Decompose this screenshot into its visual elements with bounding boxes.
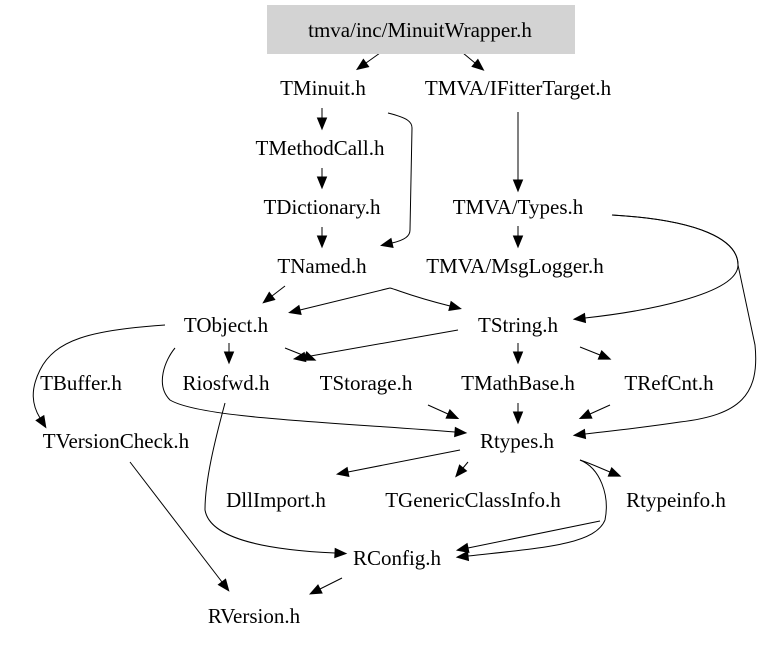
edge-rtypes-to-tgenericclassinfo bbox=[462, 461, 469, 469]
edge-rtypes-to-rconfig-arrowhead bbox=[455, 550, 470, 562]
edge-tmethodcall-to-tdictionary-arrowhead bbox=[316, 176, 328, 190]
node-label: TMathBase.h bbox=[461, 371, 575, 395]
edge-types-to-msglogger-arrowhead bbox=[512, 235, 524, 249]
edge-types-to-rtypes bbox=[584, 214, 757, 435]
edge-tstring-to-tstorage bbox=[304, 329, 459, 358]
edge-tmathbase-to-rtypes-arrowhead bbox=[512, 411, 524, 425]
node-label: TString.h bbox=[478, 313, 558, 337]
node-rtypeinfo[interactable]: Rtypeinfo.h bbox=[626, 488, 726, 512]
node-label: DllImport.h bbox=[226, 488, 326, 512]
node-label: TMVA/MsgLogger.h bbox=[426, 254, 604, 278]
node-msglogger[interactable]: TMVA/MsgLogger.h bbox=[426, 254, 604, 278]
edge-root-to-tminuit-arrowhead bbox=[355, 58, 370, 71]
edge-msglogger-to-tobject-arrowhead bbox=[288, 304, 302, 315]
edge-tnamed-to-tobject-arrowhead bbox=[262, 291, 276, 304]
node-label: tmva/inc/MinuitWrapper.h bbox=[308, 18, 532, 42]
edge-rtypeinfo-to-rconfig-arrowhead bbox=[455, 542, 470, 554]
node-label: TDictionary.h bbox=[263, 195, 381, 219]
node-label: TRefCnt.h bbox=[624, 371, 714, 395]
node-label: TObject.h bbox=[184, 313, 269, 337]
edge-ifittertarget-to-types-arrowhead bbox=[512, 179, 524, 193]
edge-types-to-tstring bbox=[584, 214, 739, 319]
edge-rtypes-to-tgenericclassinfo-arrowhead bbox=[455, 464, 468, 478]
edges-layer bbox=[32, 52, 757, 595]
node-tversioncheck[interactable]: TVersionCheck.h bbox=[43, 429, 190, 453]
node-tbuffer[interactable]: TBuffer.h bbox=[40, 371, 122, 395]
node-ifittertarget[interactable]: TMVA/IFitterTarget.h bbox=[425, 76, 612, 100]
node-label: RVersion.h bbox=[208, 604, 301, 628]
edge-tversioncheck-to-rversion-arrowhead bbox=[217, 578, 230, 592]
node-label: TNamed.h bbox=[277, 254, 367, 278]
edge-rtypes-to-rtypeinfo-arrowhead bbox=[607, 466, 622, 477]
node-label: TStorage.h bbox=[320, 371, 413, 395]
edge-rtypes-to-dllimport bbox=[347, 449, 461, 473]
node-tgenericclassinfo[interactable]: TGenericClassInfo.h bbox=[385, 488, 561, 512]
node-tstring[interactable]: TString.h bbox=[478, 313, 558, 337]
edge-tminuit-to-tmethodcall-arrowhead bbox=[316, 117, 328, 131]
node-rversion[interactable]: RVersion.h bbox=[208, 604, 301, 628]
edge-tstorage-to-rtypes-arrowhead bbox=[445, 409, 460, 420]
node-tnamed[interactable]: TNamed.h bbox=[277, 254, 367, 278]
edge-rtypeinfo-to-rconfig bbox=[467, 520, 601, 549]
edge-root-to-tminuit bbox=[365, 52, 381, 64]
node-trefcnt[interactable]: TRefCnt.h bbox=[624, 371, 714, 395]
edge-tobject-to-tversioncheck-arrowhead bbox=[35, 414, 47, 429]
node-label: Rtypeinfo.h bbox=[626, 488, 726, 512]
edge-types-to-tstring-arrowhead bbox=[572, 312, 587, 324]
edge-tobject-to-riosfwd-arrowhead bbox=[223, 351, 235, 365]
edge-root-to-ifittertarget-arrowhead bbox=[471, 58, 485, 71]
node-tminuit[interactable]: TMinuit.h bbox=[280, 76, 366, 100]
node-root[interactable]: tmva/inc/MinuitWrapper.h bbox=[267, 5, 575, 54]
node-label: TBuffer.h bbox=[40, 371, 122, 395]
node-label: TMVA/IFitterTarget.h bbox=[425, 76, 612, 100]
node-label: Riosfwd.h bbox=[183, 371, 270, 395]
node-tstorage[interactable]: TStorage.h bbox=[320, 371, 413, 395]
edge-tobject-to-rtypes bbox=[161, 347, 456, 433]
edge-tstring-to-tmathbase-arrowhead bbox=[512, 351, 524, 365]
edge-tdictionary-to-tnamed-arrowhead bbox=[316, 235, 328, 249]
edge-rtypes-to-dllimport-arrowhead bbox=[335, 466, 350, 478]
edge-tstorage-to-rtypes bbox=[427, 404, 449, 415]
edge-tstring-to-trefcnt bbox=[579, 346, 601, 356]
node-label: RConfig.h bbox=[353, 546, 442, 570]
edge-types-to-rtypes-arrowhead bbox=[572, 428, 587, 440]
node-tobject[interactable]: TObject.h bbox=[184, 313, 269, 337]
node-label: TMinuit.h bbox=[280, 76, 366, 100]
edge-tstring-to-trefcnt-arrowhead bbox=[597, 349, 612, 360]
node-label: TMethodCall.h bbox=[256, 136, 385, 160]
edge-rconfig-to-rversion-arrowhead bbox=[308, 584, 323, 595]
edge-tminuit-to-tnamed bbox=[387, 112, 413, 244]
node-label: Rtypes.h bbox=[480, 429, 555, 453]
node-tmethodcall[interactable]: TMethodCall.h bbox=[256, 136, 385, 160]
edge-tnamed-to-tobject bbox=[271, 285, 286, 297]
node-riosfwd[interactable]: Riosfwd.h bbox=[183, 371, 270, 395]
edge-msglogger-to-tstring-arrowhead bbox=[448, 300, 462, 311]
edge-root-to-ifittertarget bbox=[462, 52, 476, 64]
edge-trefcnt-to-rtypes bbox=[589, 404, 611, 415]
edge-msglogger-to-tstring bbox=[389, 287, 451, 307]
node-tmathbase[interactable]: TMathBase.h bbox=[461, 371, 575, 395]
node-rconfig[interactable]: RConfig.h bbox=[353, 546, 442, 570]
edge-tobject-to-rtypes-arrowhead bbox=[454, 426, 468, 438]
edge-msglogger-to-tobject bbox=[299, 287, 391, 311]
edge-riosfwd-to-rconfig-arrowhead bbox=[334, 547, 348, 559]
edge-riosfwd-to-rconfig bbox=[204, 402, 336, 554]
node-label: TMVA/Types.h bbox=[453, 195, 584, 219]
node-label: TGenericClassInfo.h bbox=[385, 488, 561, 512]
node-tdictionary[interactable]: TDictionary.h bbox=[263, 195, 381, 219]
root-node-box bbox=[267, 5, 575, 54]
node-types[interactable]: TMVA/Types.h bbox=[453, 195, 584, 219]
edge-tstring-to-tstorage-arrowhead bbox=[292, 351, 307, 363]
edge-tminuit-to-tnamed-arrowhead bbox=[379, 237, 394, 248]
edge-tversioncheck-to-rversion bbox=[129, 461, 223, 583]
edge-trefcnt-to-rtypes-arrowhead bbox=[578, 409, 593, 420]
node-rtypes[interactable]: Rtypes.h bbox=[480, 429, 555, 453]
node-label: TVersionCheck.h bbox=[43, 429, 190, 453]
edge-tobject-to-tversioncheck bbox=[32, 324, 166, 419]
edge-rconfig-to-rversion bbox=[319, 577, 343, 590]
node-dllimport[interactable]: DllImport.h bbox=[226, 488, 326, 512]
edge-rtypes-to-rconfig bbox=[467, 459, 607, 557]
